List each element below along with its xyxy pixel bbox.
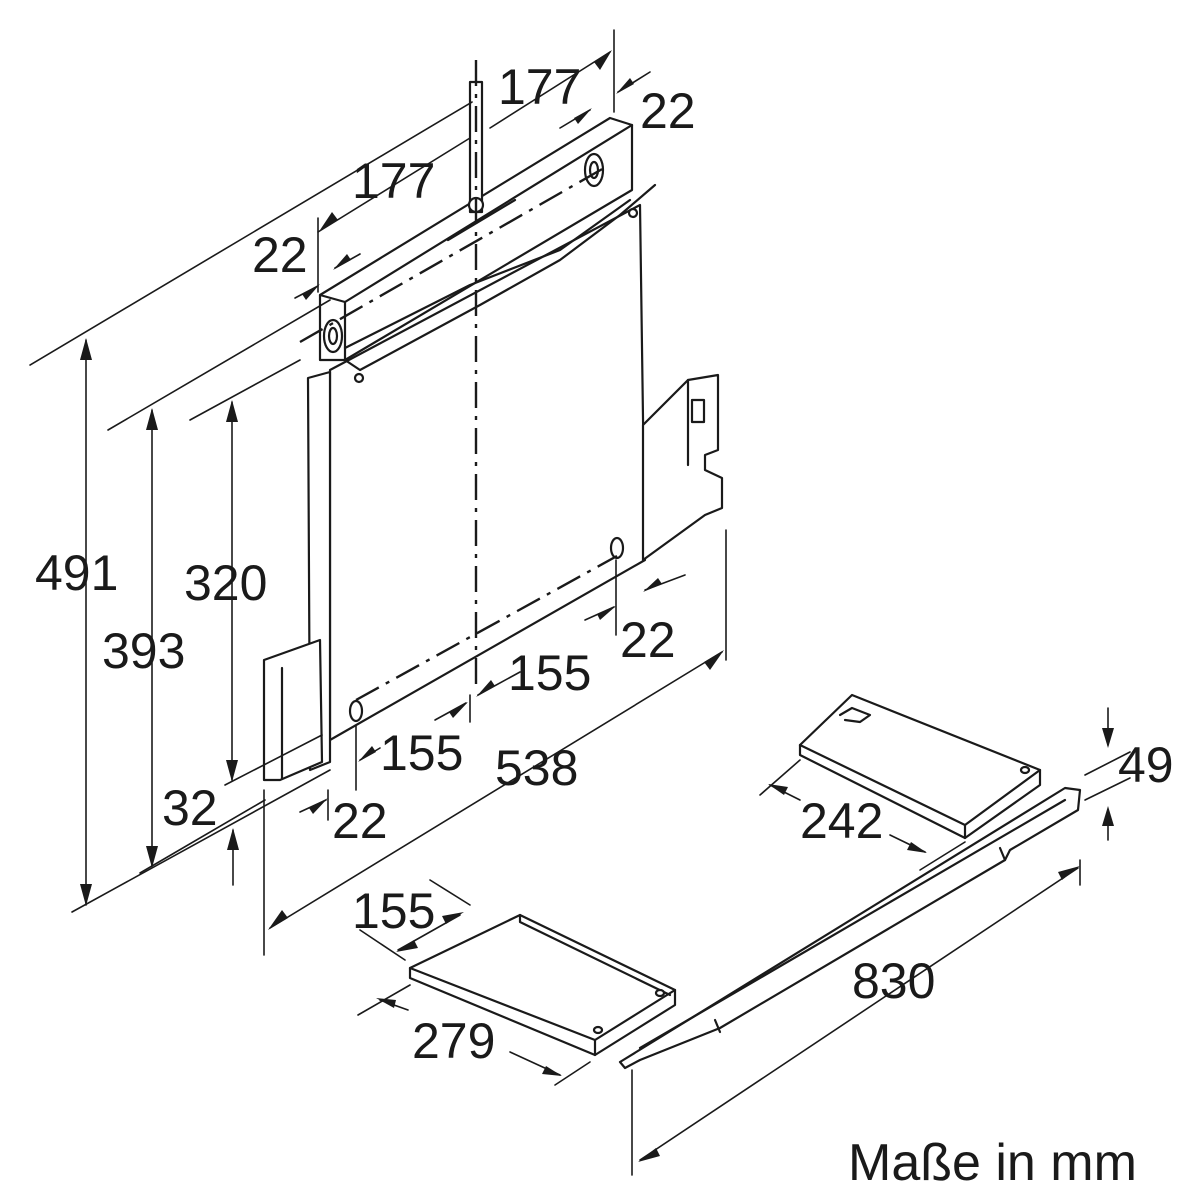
top-rail	[318, 116, 634, 362]
long-strip	[618, 786, 1082, 1070]
mount-hole-bottom-right	[609, 536, 625, 560]
dim-strip-length: 830	[852, 953, 935, 1009]
rail-lip	[343, 183, 657, 372]
dim-right-lower-edge: 22	[620, 612, 676, 668]
dimension-lines-bottom	[263, 529, 727, 956]
dimension-lines-right-lower	[631, 707, 1131, 1176]
dim-top-left-edge: 22	[252, 227, 308, 283]
hook-slot	[690, 398, 706, 424]
dim-height-mid: 393	[102, 623, 185, 679]
rail-slot	[446, 198, 517, 242]
dim-bottom-left-edge: 22	[332, 793, 388, 849]
dim-plate-left-width: 279	[412, 1013, 495, 1069]
screw-dot	[627, 207, 639, 219]
dim-depth-total: 538	[495, 740, 578, 796]
dim-plate-left-depth: 155	[352, 883, 435, 939]
dimension-lines-top	[294, 29, 651, 300]
dim-top-right-width: 177	[498, 59, 581, 115]
left-plate	[408, 913, 677, 1057]
dimension-lines-left	[29, 101, 473, 913]
right-plate	[798, 693, 1042, 840]
mount-hole-top-right	[583, 152, 605, 188]
dim-hole-spacing-left: 155	[380, 725, 463, 781]
dim-hole-spacing-right: 155	[508, 645, 591, 701]
mount-hole-bottom-left	[348, 699, 364, 723]
dim-plate-right-width: 242	[800, 793, 883, 849]
top-rail-edge	[343, 123, 634, 304]
dim-height-small: 49	[1118, 737, 1174, 793]
dim-top-left-width: 177	[352, 153, 435, 209]
unit-note: Maße in mm	[848, 1134, 1137, 1192]
top-rail-edge	[318, 293, 347, 304]
foot-bracket	[262, 638, 324, 782]
screw-dot	[353, 372, 365, 384]
mount-hole-top-left	[322, 318, 344, 354]
dim-height-inner: 320	[184, 555, 267, 611]
dim-bottom-offset: 32	[162, 780, 218, 836]
rail-lip-inner	[343, 198, 632, 350]
dimension-lines-left-plate	[357, 879, 591, 1086]
dim-top-right-edge: 22	[640, 83, 696, 139]
dimension-labels: 177 22 177 22 491 393 320 32 22 22 155 1…	[35, 59, 1174, 1069]
main-unit	[262, 60, 724, 782]
side-hook-bracket	[641, 373, 724, 562]
center-line-bottom	[355, 554, 618, 702]
center-line-top	[299, 166, 605, 344]
dim-height-total: 491	[35, 545, 118, 601]
